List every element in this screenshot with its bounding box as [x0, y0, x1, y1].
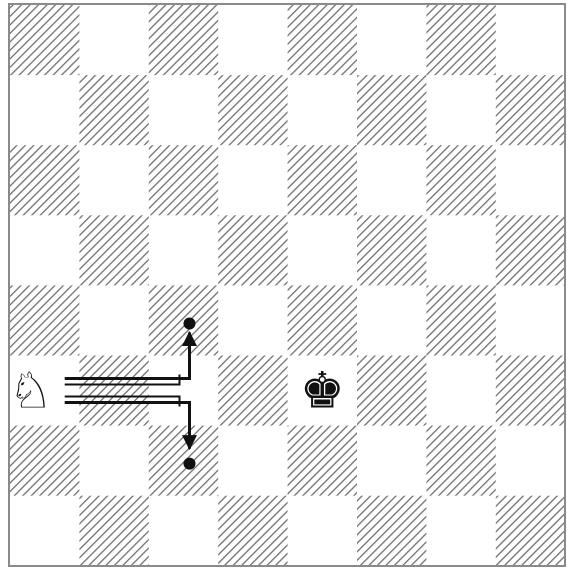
square-e6	[288, 145, 358, 216]
square-c3	[149, 356, 219, 427]
square-b2	[79, 426, 149, 497]
white-knight: ♘	[8, 362, 53, 420]
square-h3	[496, 356, 566, 427]
square-h4	[496, 285, 566, 356]
square-d7	[218, 75, 288, 146]
square-h2	[496, 426, 566, 497]
square-a2	[10, 426, 80, 497]
square-g8	[426, 5, 496, 76]
square-h6	[496, 145, 566, 216]
square-f1	[357, 496, 427, 567]
square-d4	[218, 285, 288, 356]
square-b8	[79, 5, 149, 76]
square-e5	[288, 215, 358, 286]
square-e8	[288, 5, 358, 76]
square-f2	[357, 426, 427, 497]
square-a4	[10, 285, 80, 356]
square-h1	[496, 496, 566, 567]
square-g2	[426, 426, 496, 497]
square-g7	[426, 75, 496, 146]
square-h8	[496, 5, 566, 76]
square-e2	[288, 426, 358, 497]
target-dot-c4	[184, 317, 196, 329]
square-g3	[426, 356, 496, 427]
square-f8	[357, 5, 427, 76]
square-a8	[10, 5, 80, 76]
square-b5	[79, 215, 149, 286]
square-d6	[218, 145, 288, 216]
square-a7	[10, 75, 80, 146]
square-e4	[288, 285, 358, 356]
square-g6	[426, 145, 496, 216]
square-b1	[79, 496, 149, 567]
square-c8	[149, 5, 219, 76]
square-a5	[10, 215, 80, 286]
square-c7	[149, 75, 219, 146]
square-a1	[10, 496, 80, 567]
square-d1	[218, 496, 288, 567]
square-c2	[149, 426, 219, 497]
square-g1	[426, 496, 496, 567]
square-g5	[426, 215, 496, 286]
square-c1	[149, 496, 219, 567]
square-h5	[496, 215, 566, 286]
square-f4	[357, 285, 427, 356]
square-a6	[10, 145, 80, 216]
square-f7	[357, 75, 427, 146]
square-d2	[218, 426, 288, 497]
square-f5	[357, 215, 427, 286]
square-e1	[288, 496, 358, 567]
square-b4	[79, 285, 149, 356]
square-f3	[357, 356, 427, 427]
square-c5	[149, 215, 219, 286]
square-h7	[496, 75, 566, 146]
target-dot-c2	[184, 458, 196, 470]
square-d8	[218, 5, 288, 76]
square-e7	[288, 75, 358, 146]
square-g4	[426, 285, 496, 356]
black-king: ♚	[300, 362, 345, 420]
square-d5	[218, 215, 288, 286]
square-c4	[149, 285, 219, 356]
square-d3	[218, 356, 288, 427]
square-b7	[79, 75, 149, 146]
square-b3	[79, 356, 149, 427]
square-b6	[79, 145, 149, 216]
square-f6	[357, 145, 427, 216]
square-c6	[149, 145, 219, 216]
